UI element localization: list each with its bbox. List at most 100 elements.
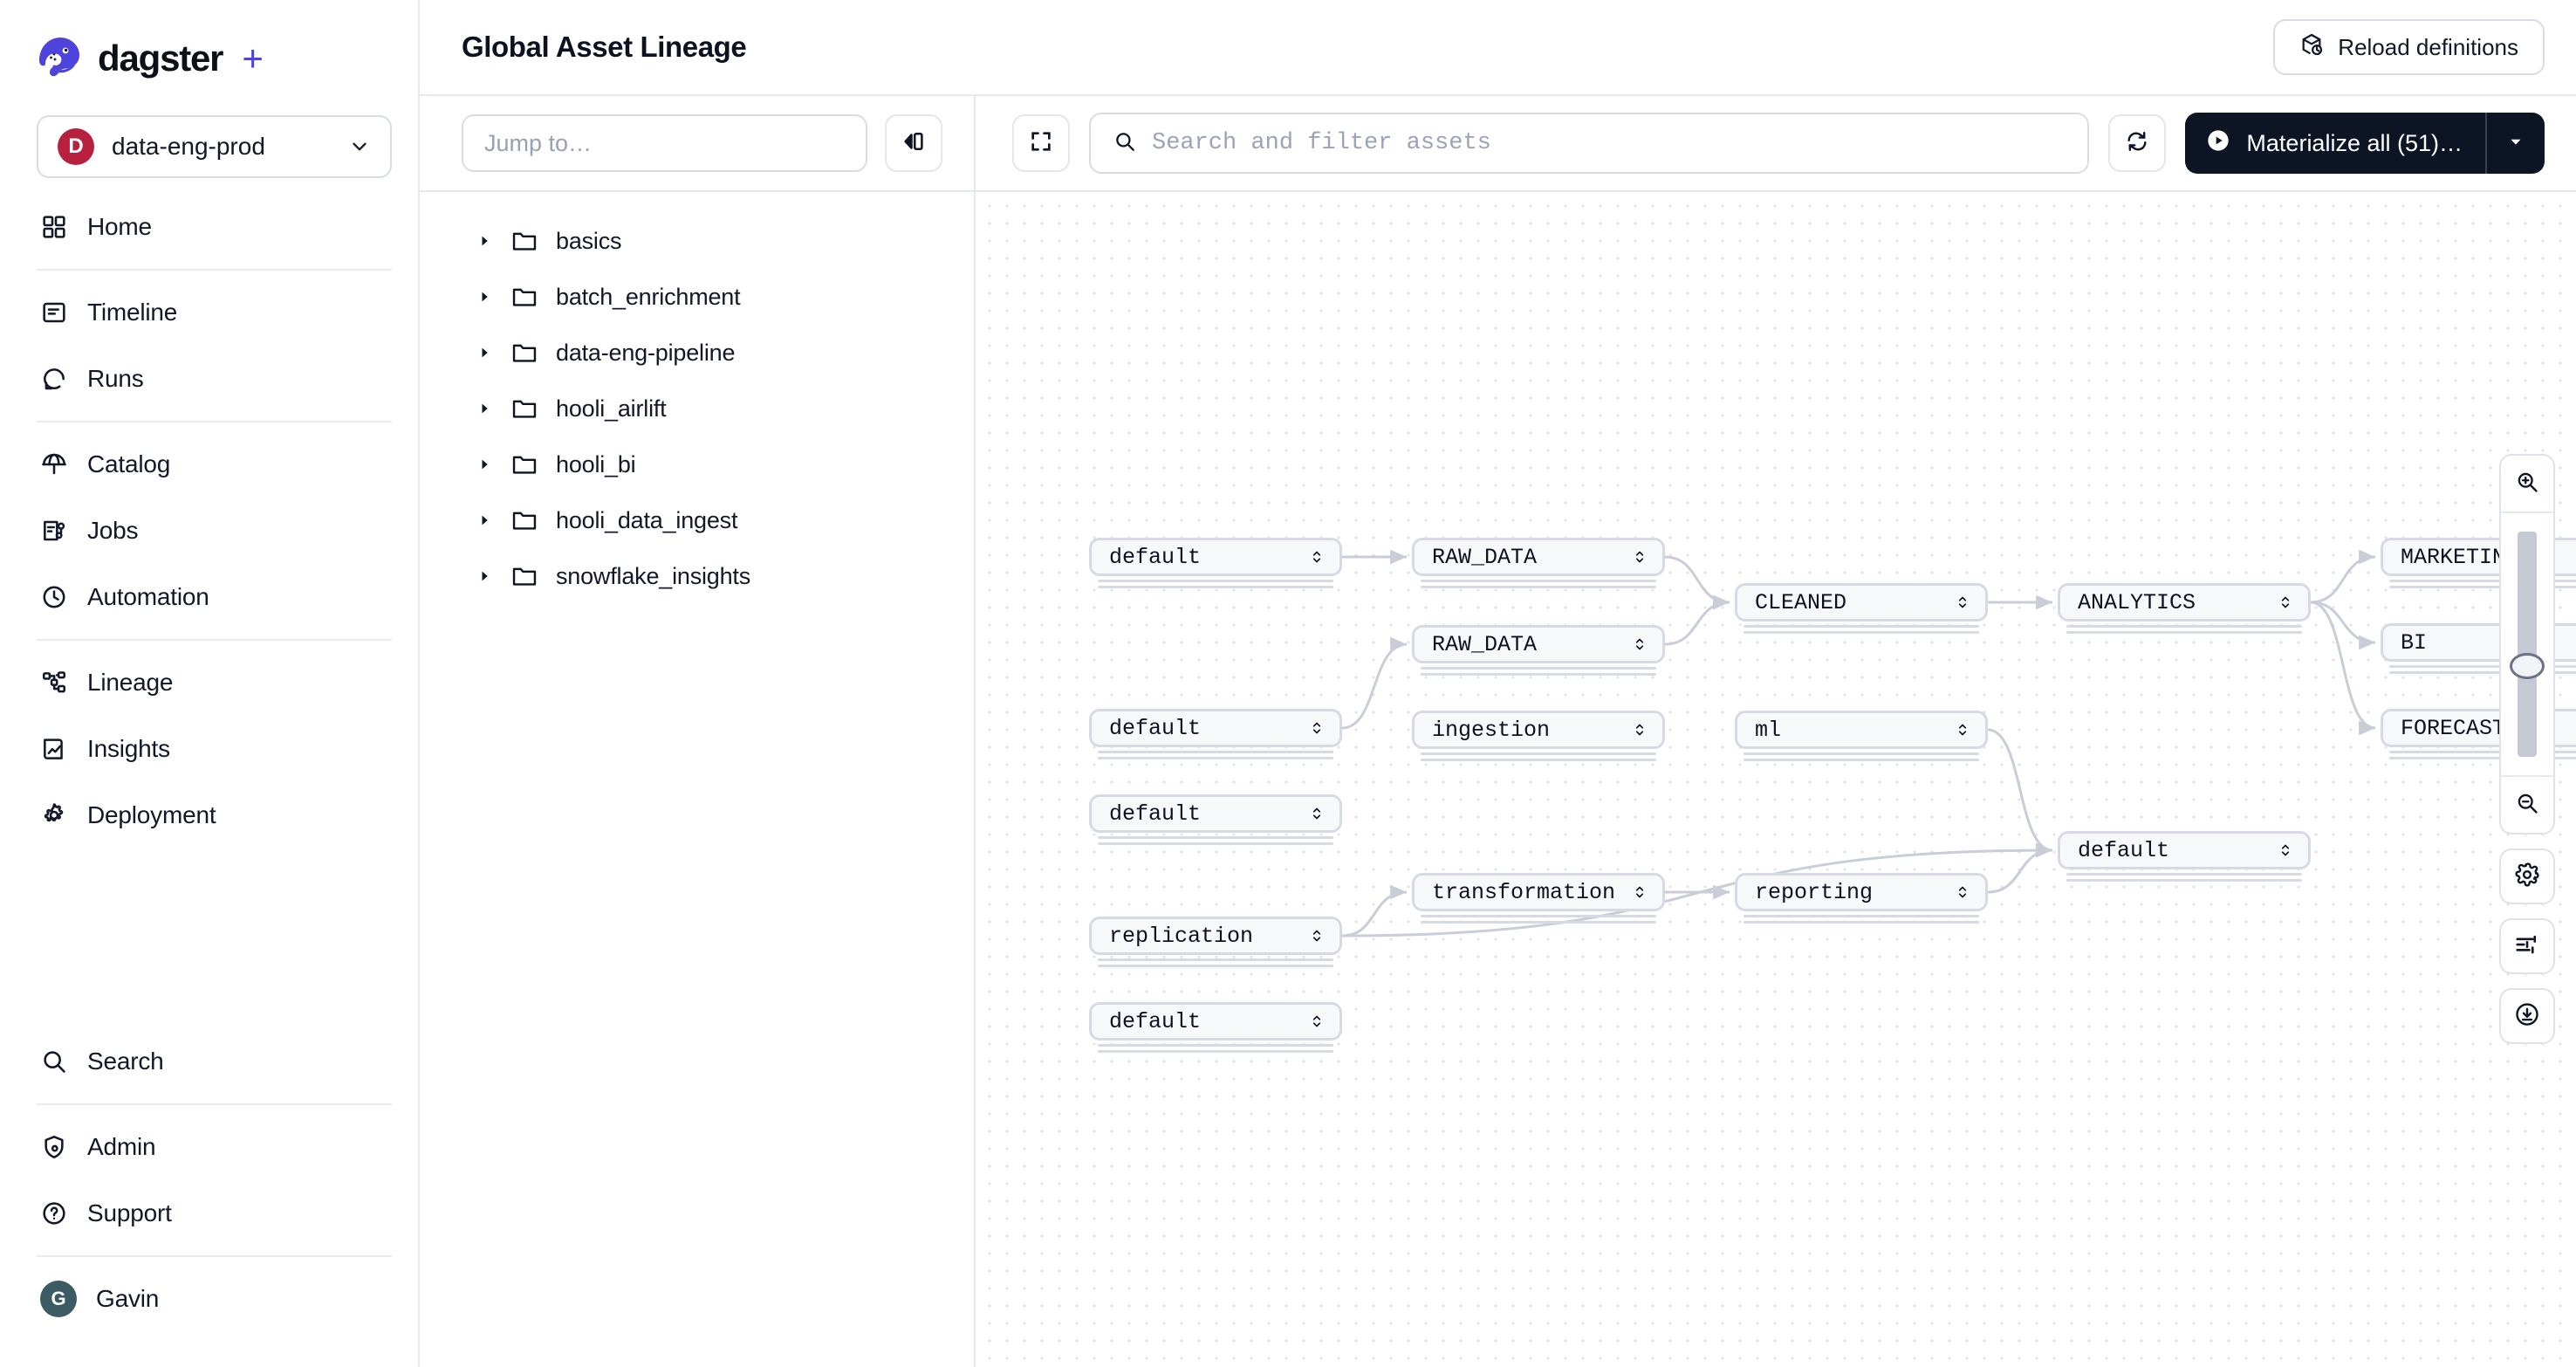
graph-node[interactable]: reporting xyxy=(1735,873,1988,924)
graph-node-label: replication xyxy=(1109,923,1254,949)
graph-node-ingestion[interactable]: ingestion xyxy=(1412,711,1665,749)
materialize-options-button[interactable] xyxy=(2487,113,2545,174)
graph-node[interactable]: default xyxy=(1089,709,1342,759)
graph-node-ml[interactable]: ml xyxy=(1735,711,1988,749)
sidebar-item-deployment[interactable]: Deployment xyxy=(37,782,392,848)
collapse-left-panel-button[interactable] xyxy=(885,114,942,172)
graph-node-default[interactable]: default xyxy=(1089,794,1342,833)
graph-node-default[interactable]: default xyxy=(1089,709,1342,747)
graph-node[interactable]: default xyxy=(1089,794,1342,845)
graph-node[interactable]: default xyxy=(1089,1002,1342,1053)
chevron-up-down-icon[interactable] xyxy=(1310,804,1324,823)
tree-item-batch_enrichment[interactable]: batch_enrichment xyxy=(420,269,974,325)
zoom-in-button[interactable] xyxy=(2501,456,2553,512)
graph-node[interactable]: RAW_DATA xyxy=(1412,538,1665,588)
graph-node[interactable]: default xyxy=(1089,538,1342,588)
graph-node-replication[interactable]: replication xyxy=(1089,917,1342,955)
chevron-up-down-icon[interactable] xyxy=(1633,547,1647,567)
chevron-up-down-icon[interactable] xyxy=(2278,593,2292,612)
tree-item-basics[interactable]: basics xyxy=(420,213,974,269)
search-input[interactable] xyxy=(1152,130,2066,156)
chevron-right-icon[interactable] xyxy=(476,456,493,473)
sidebar-item-timeline[interactable]: Timeline xyxy=(37,279,392,346)
toolbar-left xyxy=(420,96,976,192)
chevron-up-down-icon[interactable] xyxy=(1310,1012,1324,1031)
graph-node[interactable]: transformation xyxy=(1412,873,1665,924)
chevron-up-down-icon[interactable] xyxy=(1310,547,1324,567)
chevron-up-down-icon[interactable] xyxy=(1633,720,1647,739)
graph-filters-button[interactable] xyxy=(2499,918,2555,974)
chevron-right-icon[interactable] xyxy=(476,344,493,361)
graph-node-default[interactable]: default xyxy=(1089,538,1342,576)
chevron-right-icon[interactable] xyxy=(476,400,493,417)
chevron-right-icon[interactable] xyxy=(476,232,493,250)
graph-node[interactable]: CLEANED xyxy=(1735,583,1988,634)
jump-to-input[interactable] xyxy=(462,114,867,172)
refresh-button[interactable] xyxy=(2108,114,2167,172)
chevron-right-icon[interactable] xyxy=(476,288,493,306)
chevron-right-icon[interactable] xyxy=(476,512,493,529)
chevron-right-icon[interactable] xyxy=(476,567,493,585)
sidebar-item-search[interactable]: Search xyxy=(37,1028,392,1095)
graph-node[interactable]: default xyxy=(2058,831,2311,882)
graph-node[interactable]: ingestion xyxy=(1412,711,1665,761)
sidebar-item-lineage[interactable]: Lineage xyxy=(37,649,392,716)
graph-settings-button[interactable] xyxy=(2499,848,2555,904)
graph-node-reporting[interactable]: reporting xyxy=(1735,873,1988,911)
fullscreen-button[interactable] xyxy=(1012,114,1070,172)
sidebar-item-insights[interactable]: Insights xyxy=(37,716,392,782)
sidebar-item-home[interactable]: Home xyxy=(37,194,392,260)
zoom-slider[interactable] xyxy=(2501,513,2553,775)
graph-edge xyxy=(1987,728,2053,858)
chevron-up-down-icon[interactable] xyxy=(1956,720,1970,739)
chevron-up-down-icon[interactable] xyxy=(1956,883,1970,902)
graph-node-default[interactable]: default xyxy=(2058,831,2311,869)
graph-node-CLEANED[interactable]: CLEANED xyxy=(1735,583,1988,622)
sidebar-item-catalog[interactable]: Catalog xyxy=(37,431,392,498)
graph-node-RAW_DATA[interactable]: RAW_DATA xyxy=(1412,625,1665,663)
download-icon xyxy=(2514,1001,2540,1032)
reload-definitions-button[interactable]: Reload definitions xyxy=(2273,19,2545,75)
tree-item-hooli_bi[interactable]: hooli_bi xyxy=(420,436,974,492)
sidebar-item-jobs[interactable]: Jobs xyxy=(37,498,392,564)
chevron-up-down-icon[interactable] xyxy=(1956,593,1970,612)
chevron-down-icon xyxy=(2506,132,2525,155)
deployment-selector[interactable]: D data-eng-prod xyxy=(37,115,392,178)
graph-node-label: default xyxy=(1109,715,1202,741)
graph-edge xyxy=(1664,555,1730,610)
materialize-all-main[interactable]: Materialize all (51)… xyxy=(2185,113,2487,174)
graph-node[interactable]: replication xyxy=(1089,917,1342,967)
tree-item-hooli_airlift[interactable]: hooli_airlift xyxy=(420,381,974,436)
chevron-up-down-icon[interactable] xyxy=(1633,635,1647,654)
chevron-up-down-icon[interactable] xyxy=(1633,883,1647,902)
zoom-out-button[interactable] xyxy=(2501,777,2553,833)
materialize-all-button[interactable]: Materialize all (51)… xyxy=(2185,113,2545,174)
graph-node-default[interactable]: default xyxy=(1089,1002,1342,1041)
graph-download-button[interactable] xyxy=(2499,988,2555,1044)
chevron-up-down-icon[interactable] xyxy=(1310,926,1324,945)
tree-item-hooli_data_ingest[interactable]: hooli_data_ingest xyxy=(420,492,974,548)
graph-node-RAW_DATA[interactable]: RAW_DATA xyxy=(1412,538,1665,576)
sidebar-item-automation[interactable]: Automation xyxy=(37,564,392,630)
sidebar-item-admin[interactable]: Admin xyxy=(37,1114,392,1180)
tree-item-data-eng-pipeline[interactable]: data-eng-pipeline xyxy=(420,325,974,381)
graph-node[interactable]: ANALYTICS xyxy=(2058,583,2311,634)
tree-item-snowflake_insights[interactable]: snowflake_insights xyxy=(420,548,974,604)
asset-search-box[interactable] xyxy=(1089,113,2090,174)
brand-logo[interactable]: dagster + xyxy=(0,0,418,108)
sidebar-spacer xyxy=(0,848,418,1028)
sidebar-item-support[interactable]: Support xyxy=(37,1180,392,1247)
gear-icon xyxy=(40,801,68,829)
chevron-up-down-icon[interactable] xyxy=(2278,841,2292,860)
graph-node[interactable]: RAW_DATA xyxy=(1412,625,1665,676)
sidebar-item-runs[interactable]: Runs xyxy=(37,346,392,412)
graph-node-ANALYTICS[interactable]: ANALYTICS xyxy=(2058,583,2311,622)
graph-node-transformation[interactable]: transformation xyxy=(1412,873,1665,911)
chevron-up-down-icon[interactable] xyxy=(1310,718,1324,738)
graph-node[interactable]: ml xyxy=(1735,711,1988,761)
zoom-slider-thumb[interactable] xyxy=(2510,653,2545,679)
